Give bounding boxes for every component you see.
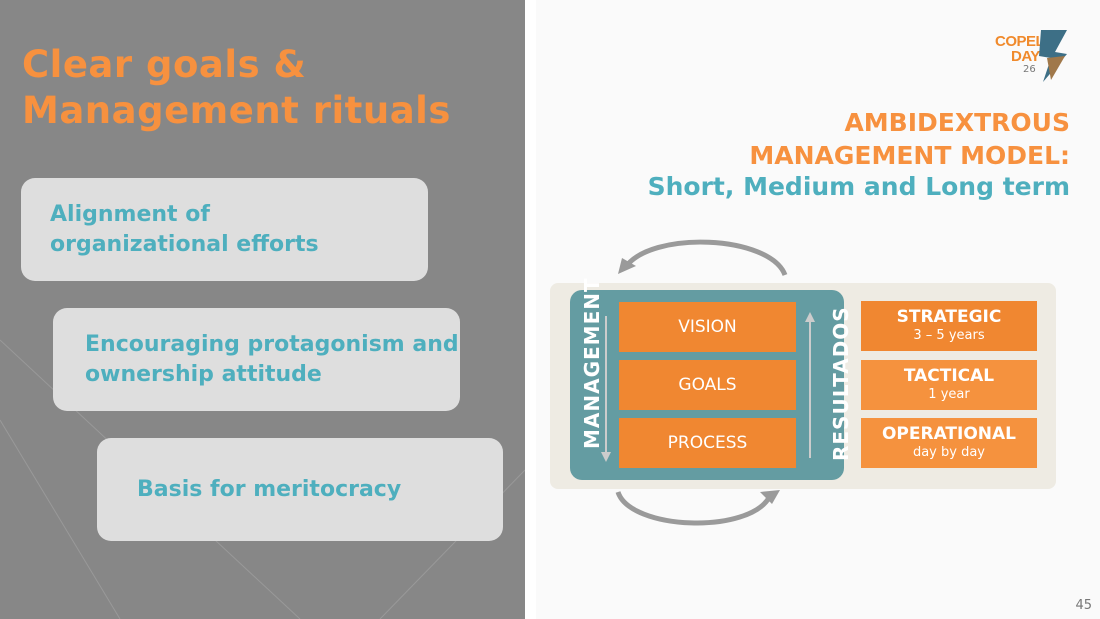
- section-heading: AMBIDEXTROUS MANAGEMENT MODEL:: [749, 106, 1070, 172]
- logo-text: DAY: [1011, 48, 1040, 65]
- horizon-title: TACTICAL: [903, 366, 995, 386]
- horizon-period: 1 year: [928, 387, 970, 402]
- horizon-title: OPERATIONAL: [881, 424, 1017, 444]
- left-panel: Clear goals & Management rituals Alignme…: [0, 0, 525, 619]
- arrow-down-icon: [601, 316, 611, 462]
- logo-number: 26: [1023, 64, 1036, 75]
- horizon-period: 3 – 5 years: [913, 328, 985, 343]
- goal-card: Alignment of organizational efforts: [21, 178, 428, 281]
- section-subheading: Short, Medium and Long term: [647, 172, 1070, 201]
- stack-vision: VISION: [619, 302, 796, 352]
- horizon-period: day by day: [912, 445, 986, 460]
- logo-text: COPEL: [995, 33, 1045, 50]
- arrow-up-icon: [805, 312, 815, 458]
- card-text: Encouraging protagonism and ownership at…: [85, 331, 459, 387]
- cycle-arrows-icon: [615, 239, 788, 526]
- slide-title: Clear goals & Management rituals: [22, 42, 451, 134]
- horizon-title: STRATEGIC: [896, 307, 1002, 327]
- stack-process: PROCESS: [619, 418, 796, 468]
- card-text: Basis for meritocracy: [137, 476, 402, 502]
- title-line: Clear goals &: [22, 43, 307, 86]
- page-number: 45: [1075, 598, 1092, 613]
- heading-line: MANAGEMENT MODEL:: [749, 141, 1070, 170]
- logo-graphic-icon: [1039, 30, 1067, 82]
- goal-card: Basis for meritocracy: [97, 438, 503, 541]
- goal-card: Encouraging protagonism and ownership at…: [53, 308, 460, 411]
- title-line: Management rituals: [22, 89, 451, 132]
- stack-goals: GOALS: [619, 360, 796, 410]
- results-label: RESULTADOS: [829, 306, 853, 461]
- heading-line: AMBIDEXTROUS: [844, 108, 1070, 137]
- card-text: Alignment of organizational efforts: [50, 201, 319, 257]
